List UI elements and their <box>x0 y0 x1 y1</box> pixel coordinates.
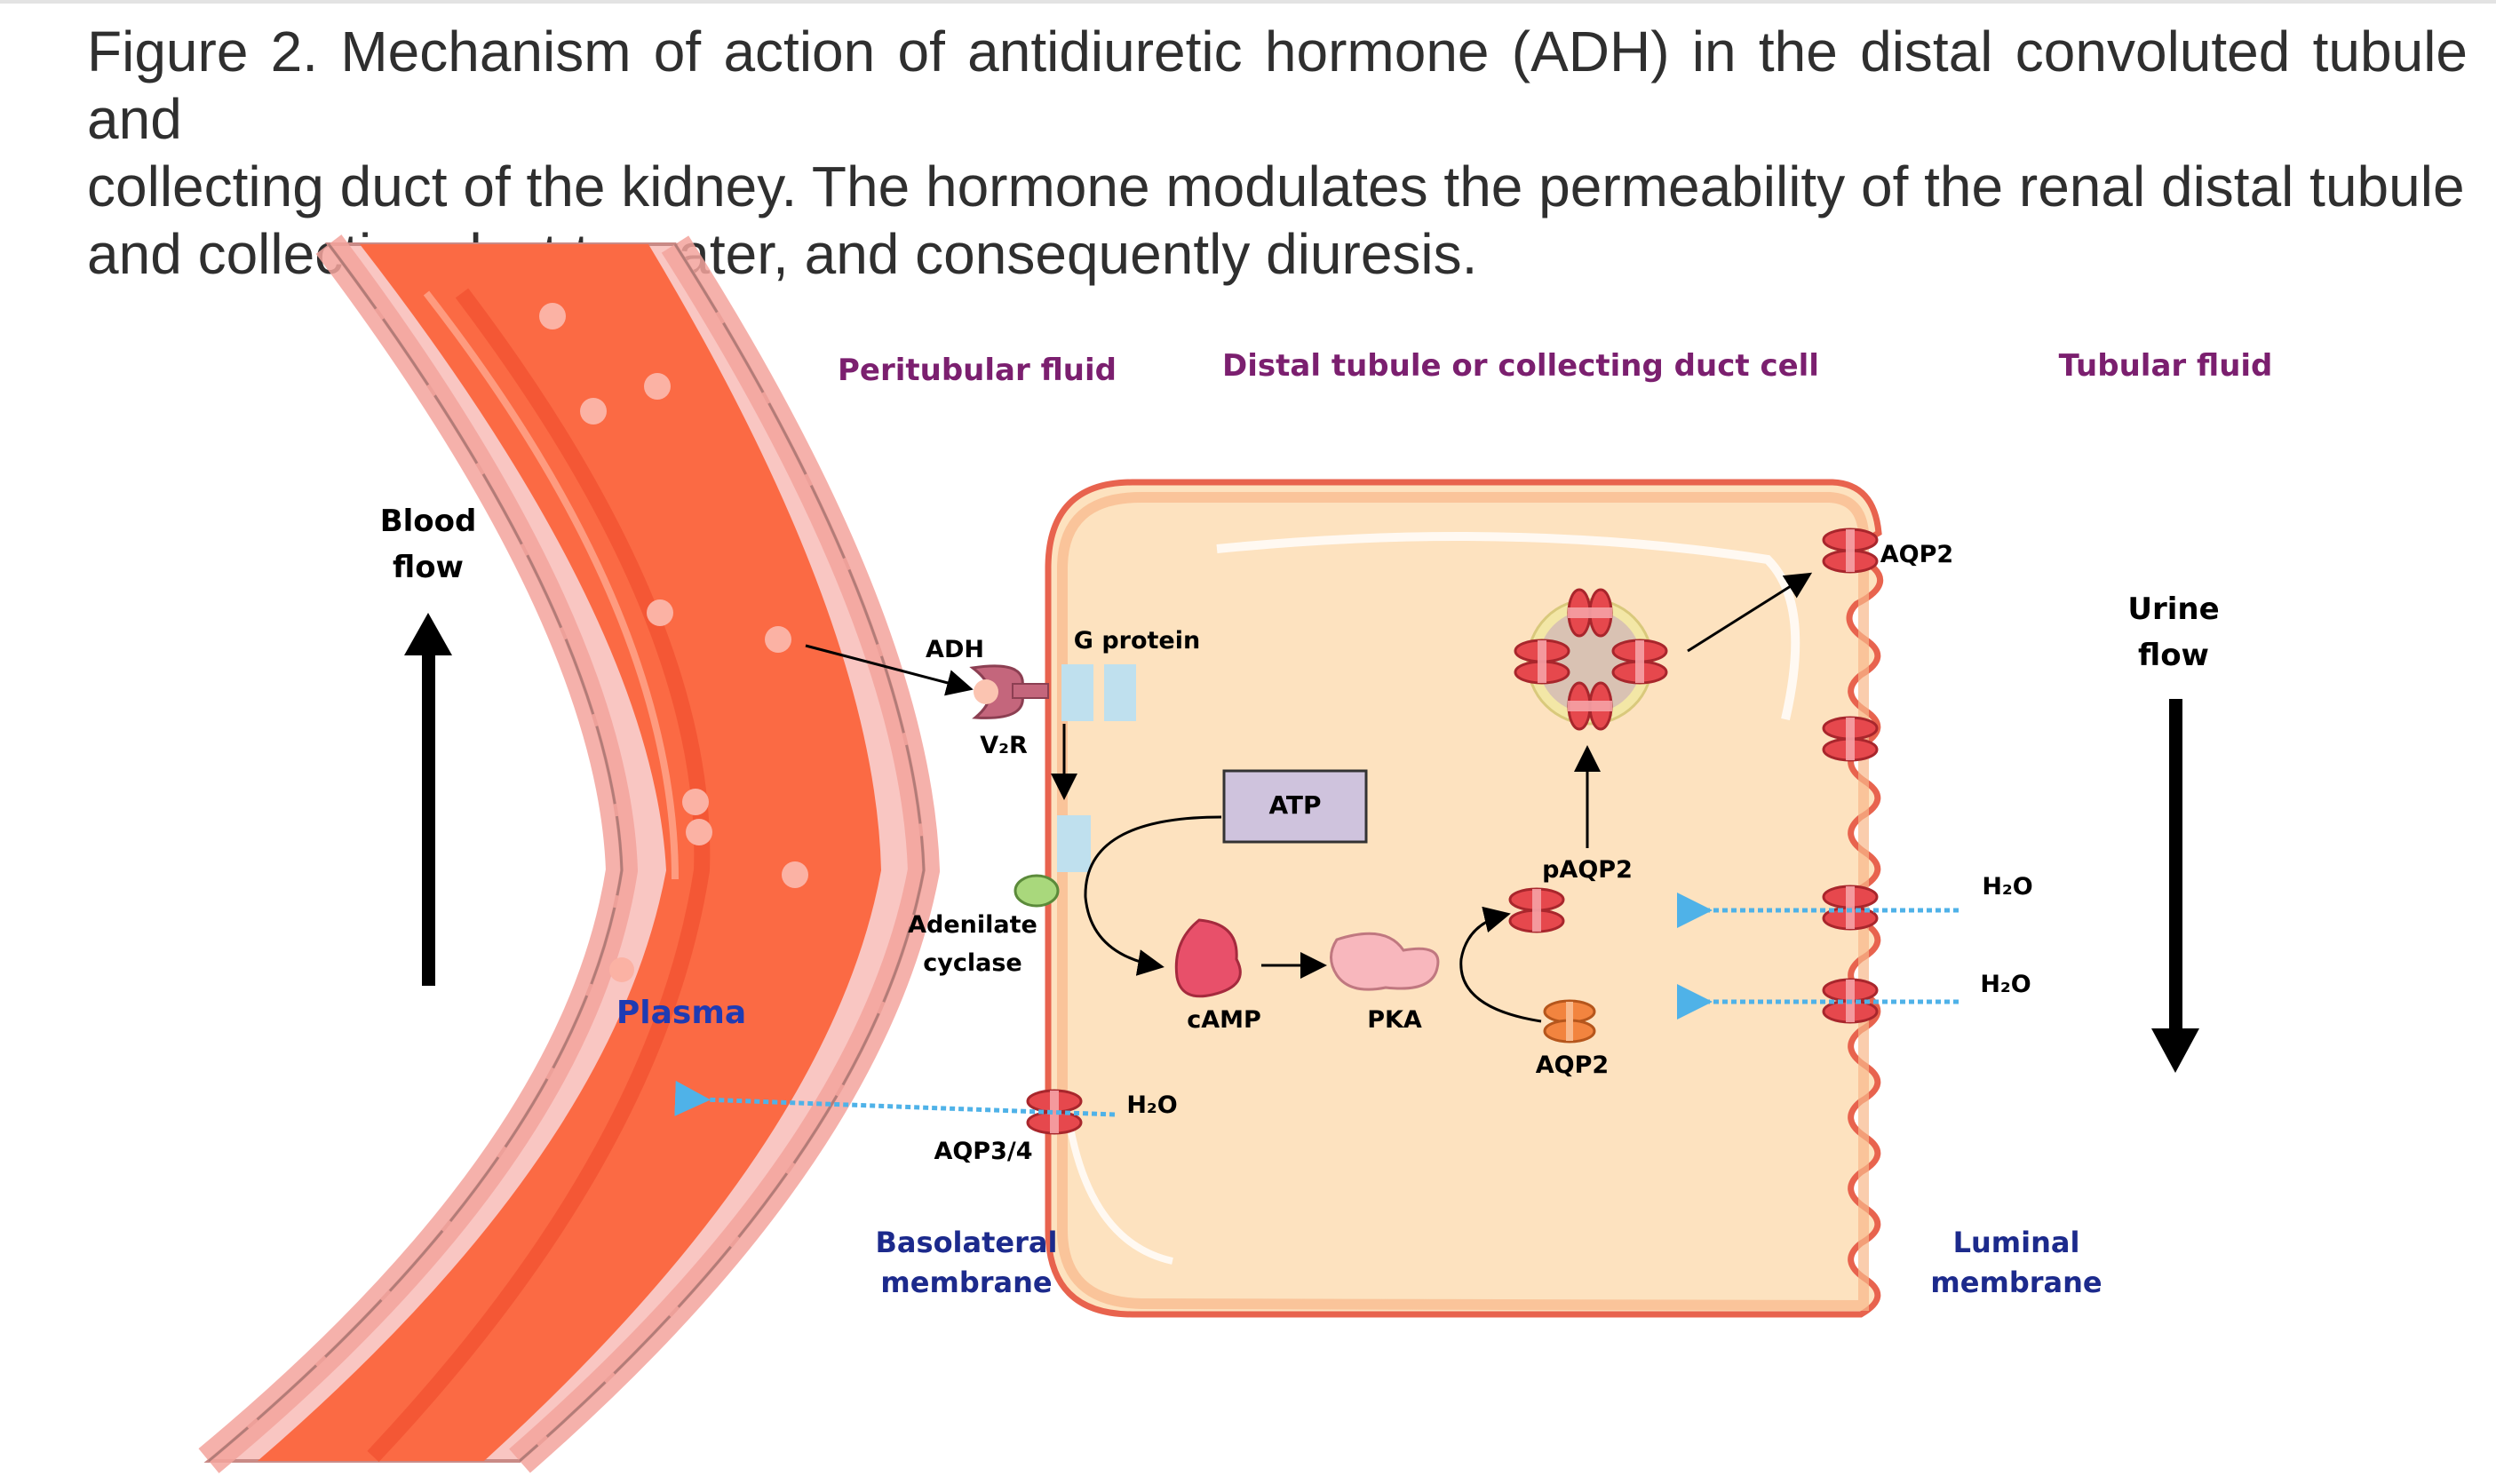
adenylate-label-2: cyclase <box>923 949 1021 977</box>
atp-label: ATP <box>1268 790 1321 820</box>
blood-flow-label-2: flow <box>393 550 464 585</box>
caption-line-2: collecting duct of the kidney. The hormo… <box>87 155 2465 218</box>
peritubular-fluid-label: Peritubular fluid <box>838 353 1117 388</box>
blood-vessel <box>198 234 941 1473</box>
basolateral-label-1: Basolateral <box>876 1226 1058 1259</box>
blood-flow-arrow <box>404 613 452 986</box>
adh-label: ADH <box>926 636 984 663</box>
adenylate-cyclase <box>1014 874 1060 908</box>
urine-flow-label-2: flow <box>2138 638 2209 673</box>
vesicle-to-membrane-arrow <box>1687 572 1813 653</box>
camp-molecule <box>1174 918 1242 998</box>
adenylate-label-1: Adenilate <box>908 911 1037 939</box>
top-border <box>0 0 2496 4</box>
aqp34-label: AQP3/4 <box>934 1138 1032 1165</box>
aqp2-lumen-label: AQP2 <box>1880 541 1953 568</box>
basolateral-label-2: membrane <box>880 1266 1052 1299</box>
phosphorylation-arrow <box>1459 906 1542 1023</box>
adh-binding-arrow <box>805 644 974 696</box>
g-protein-label: G protein <box>1074 627 1200 655</box>
plasma-label: Plasma <box>616 995 746 1031</box>
luminal-label-2: membrane <box>1930 1266 2102 1299</box>
atp-to-camp-arrow <box>1084 815 1222 976</box>
camp-label: cAMP <box>1187 1006 1261 1034</box>
tubular-fluid-label: Tubular fluid <box>2059 348 2273 384</box>
water-arrow-basolateral <box>674 1080 1116 1117</box>
v2r-receptor <box>969 664 1049 719</box>
cell-label: Distal tubule or collecting duct cell <box>1222 348 1819 384</box>
caption-line-1: Figure 2. Mechanism of action of antidiu… <box>87 20 2468 151</box>
h2o-basolateral-label: H₂O <box>1126 1091 1177 1119</box>
paqp2-label: pAQP2 <box>1542 856 1633 884</box>
g-protein <box>1057 664 1136 872</box>
tubule-cell <box>1045 479 1884 1318</box>
aqp2-inner-label: AQP2 <box>1536 1051 1609 1079</box>
h2o-lumen-label-2: H₂O <box>1980 971 2031 998</box>
h2o-lumen-label-1: H₂O <box>1982 873 2032 901</box>
aqp2-inactive <box>1543 999 1596 1044</box>
v2r-label: V₂R <box>980 732 1028 759</box>
blood-flow-label-1: Blood <box>380 504 477 539</box>
pka-label: PKA <box>1367 1006 1422 1034</box>
urine-flow-arrow <box>2151 699 2199 1073</box>
luminal-label-1: Luminal <box>1953 1226 2080 1259</box>
urine-flow-label-1: Urine <box>2127 591 2219 627</box>
atp-box <box>1222 769 1368 844</box>
pka-molecule <box>1330 932 1440 991</box>
aqp2-vesicle <box>1514 588 1668 731</box>
